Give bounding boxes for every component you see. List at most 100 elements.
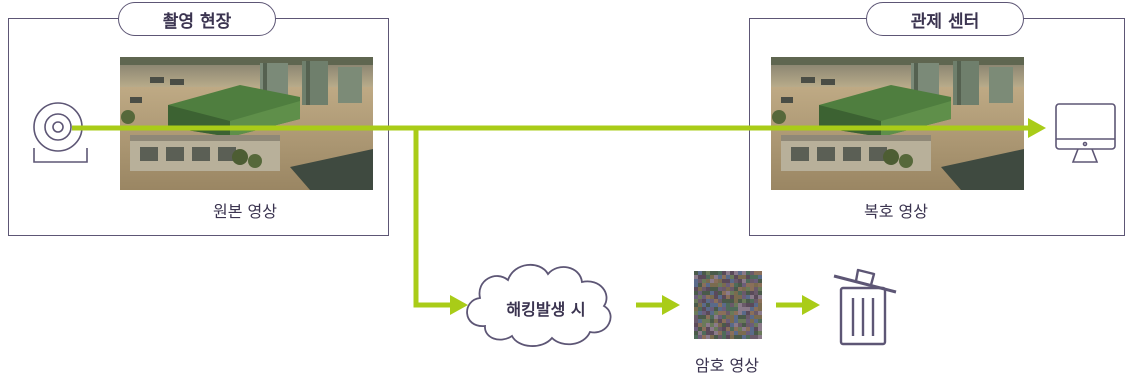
noise-pixel [706, 291, 710, 295]
noise-pixel [706, 271, 710, 275]
noise-pixel [714, 323, 718, 327]
noise-pixel [738, 303, 742, 307]
noise-pixel [758, 319, 762, 323]
noise-pixel [758, 327, 762, 331]
noise-pixel [742, 279, 746, 283]
cloud-icon [466, 264, 612, 347]
noise-pixel [706, 275, 710, 279]
noise-pixel [722, 323, 726, 327]
noise-pixel [734, 299, 738, 303]
noise-pixel [702, 271, 706, 275]
noise-pixel [706, 331, 710, 335]
noise-pixel [754, 311, 758, 315]
noise-pixel [754, 271, 758, 275]
noise-pixel [698, 299, 702, 303]
noise-pixel [746, 299, 750, 303]
noise-pixel [702, 335, 706, 339]
noise-pixel [754, 307, 758, 311]
noise-pixel [698, 307, 702, 311]
noise-pixel [758, 311, 762, 315]
noise-pixel [730, 311, 734, 315]
noise-pixel [714, 331, 718, 335]
noise-pixel [706, 303, 710, 307]
noise-pixel [710, 275, 714, 279]
noise-pixel [694, 295, 698, 299]
noise-pixel [726, 331, 730, 335]
noise-pixel [706, 279, 710, 283]
noise-pixel [730, 279, 734, 283]
noise-pixel [722, 331, 726, 335]
noise-pixel [730, 283, 734, 287]
noise-pixel [742, 311, 746, 315]
noise-pixel [698, 331, 702, 335]
noise-pixel [742, 331, 746, 335]
noise-pixel [706, 327, 710, 331]
noise-pixel [710, 335, 714, 339]
noise-pixel [718, 271, 722, 275]
noise-pixel [726, 319, 730, 323]
noise-pixel [754, 287, 758, 291]
noise-pixel [698, 291, 702, 295]
noise-pixel [742, 287, 746, 291]
noise-pixel [722, 319, 726, 323]
noise-pixel [738, 327, 742, 331]
noise-pixel [710, 319, 714, 323]
noise-pixel [758, 331, 762, 335]
noise-pixel [722, 327, 726, 331]
noise-pixel [718, 275, 722, 279]
noise-pixel [750, 279, 754, 283]
noise-pixel [738, 335, 742, 339]
noise-pixel [714, 275, 718, 279]
noise-pixel [714, 291, 718, 295]
noise-pixel [750, 291, 754, 295]
noise-pixel [722, 295, 726, 299]
noise-pixel [718, 295, 722, 299]
noise-pixel [718, 287, 722, 291]
noise-pixel [734, 303, 738, 307]
noise-pixel [726, 335, 730, 339]
noise-pixel [730, 275, 734, 279]
noise-pixel [706, 323, 710, 327]
noise-pixel [726, 315, 730, 319]
noise-pixel [750, 295, 754, 299]
noise-pixel [706, 319, 710, 323]
noise-pixel [726, 295, 730, 299]
noise-pixel [718, 299, 722, 303]
noise-pixel [750, 271, 754, 275]
noise-pixel [694, 335, 698, 339]
noise-pixel [694, 331, 698, 335]
noise-pixel [746, 331, 750, 335]
noise-pixel [722, 311, 726, 315]
noise-pixel [722, 299, 726, 303]
noise-pixel [754, 315, 758, 319]
noise-pixel [730, 271, 734, 275]
noise-pixel [698, 323, 702, 327]
noise-pixel [738, 291, 742, 295]
noise-pixel [718, 279, 722, 283]
noise-pixel [694, 279, 698, 283]
noise-pixel [746, 323, 750, 327]
noise-pixel [734, 319, 738, 323]
noise-pixel [702, 307, 706, 311]
noise-pixel [742, 283, 746, 287]
decoded-video-image [771, 57, 1024, 190]
trash-icon [833, 268, 897, 346]
noise-pixel [722, 315, 726, 319]
noise-pixel [694, 283, 698, 287]
noise-pixel [750, 327, 754, 331]
webcam-icon [33, 102, 88, 163]
hack-branch-line [413, 128, 468, 315]
noise-pixel [742, 303, 746, 307]
noise-pixel [726, 291, 730, 295]
noise-pixel [750, 307, 754, 311]
noise-pixel [750, 275, 754, 279]
noise-pixel [702, 331, 706, 335]
noise-pixel [718, 319, 722, 323]
noise-pixel [754, 299, 758, 303]
noise-pixel [694, 315, 698, 319]
noise-pixel [702, 291, 706, 295]
noise-pixel [698, 315, 702, 319]
noise-pixel [734, 287, 738, 291]
noise-pixel [726, 279, 730, 283]
noise-pixel [694, 287, 698, 291]
